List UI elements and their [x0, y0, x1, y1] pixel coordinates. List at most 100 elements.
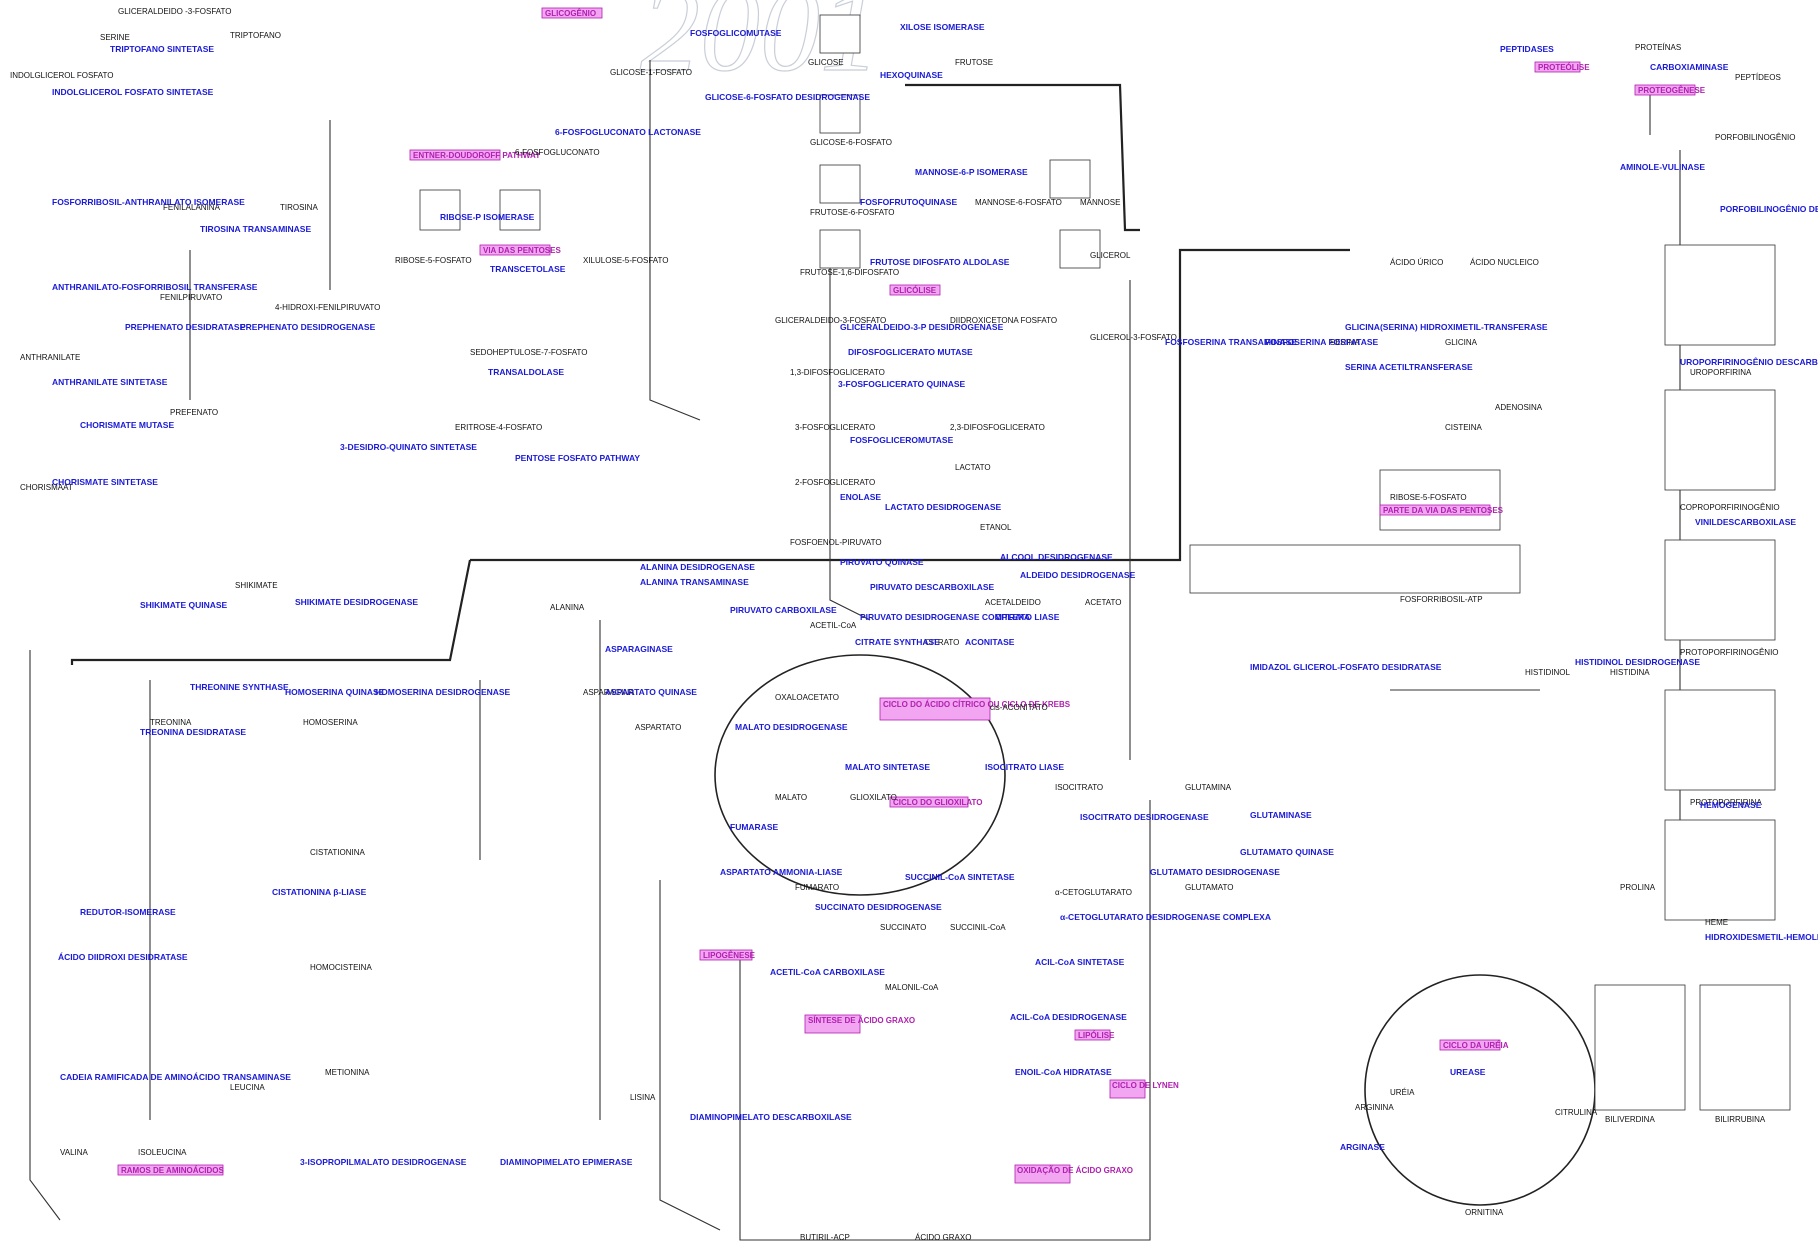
metabolite-label: GLICOSE	[808, 58, 844, 67]
enzyme-label: SERINA ACETILTRANSFERASE	[1345, 362, 1473, 372]
enzyme-label: ALDEIDO DESIDROGENASE	[1020, 570, 1136, 580]
enzyme-label: PIRUVATO DESCARBOXILASE	[870, 582, 995, 592]
metabolite-label: SUCCINATO	[880, 923, 926, 932]
metabolite-label: SEDOHEPTULOSE-7-FOSFATO	[470, 348, 588, 357]
metabolite-label: TREONINA	[150, 718, 192, 727]
enzyme-label: XILOSE ISOMERASE	[900, 22, 985, 32]
enzyme-label: FOSFOFRUTOQUINASE	[860, 197, 957, 207]
metabolite-label: FRUTOSE-6-FOSFATO	[810, 208, 894, 217]
enzyme-label: ANTHRANILATO-FOSFORRIBOSIL TRANSFERASE	[52, 282, 258, 292]
enzyme-label: HEMOGENASE	[1700, 800, 1762, 810]
enzyme-label: ACIL-CoA DESIDROGENASE	[1010, 1012, 1127, 1022]
metabolite-label: ÁCIDO NUCLEICO	[1470, 258, 1539, 267]
enzyme-label: PIRUVATO CARBOXILASE	[730, 605, 837, 615]
metabolite-label: PREFENATO	[170, 408, 218, 417]
metabolite-label: HOMOCISTEINA	[310, 963, 372, 972]
enzyme-label: FOSFORRIBOSIL-ANTHRANILATO ISOMERASE	[52, 197, 245, 207]
pathway-box-glicogenio: GLICOGÊNIO	[545, 9, 596, 18]
metabolite-label: BILIRRUBINA	[1715, 1115, 1766, 1124]
enzyme-label: HOMOSERINA QUINASE	[285, 687, 385, 697]
metabolite-label: ARGININA	[1355, 1103, 1394, 1112]
pathway-box-glicolise: GLICÓLISE	[893, 286, 937, 295]
metabolite-label: LACTATO	[955, 463, 991, 472]
metabolite-label: 2,3-DIFOSFOGLICERATO	[950, 423, 1045, 432]
metabolite-label: FUMARATO	[795, 883, 839, 892]
metabolite-label: XILULOSE-5-FOSFATO	[583, 256, 669, 265]
metabolite-label: ISOCITRATO	[1055, 783, 1103, 792]
enzyme-label: THREONINE SYNTHASE	[190, 682, 289, 692]
metabolite-label: PROTOPORFIRINOGÊNIO	[1680, 648, 1779, 657]
enzyme-label: SUCCINATO DESIDROGENASE	[815, 902, 942, 912]
enzyme-label: RIBOSE-P ISOMERASE	[440, 212, 535, 222]
enzyme-label: 3-DESIDRO-QUINATO SINTETASE	[340, 442, 477, 452]
metabolite-label: ACETATO	[1085, 598, 1121, 607]
metabolite-label: PEPTÍDEOS	[1735, 73, 1781, 82]
enzyme-label: GLUTAMATO QUINASE	[1240, 847, 1334, 857]
metabolite-label: ALANINA	[550, 603, 585, 612]
enzyme-label: ALANINA DESIDROGENASE	[640, 562, 755, 572]
enzyme-label: ACONITASE	[965, 637, 1015, 647]
enzyme-label: CHORISMATE SINTETASE	[52, 477, 158, 487]
enzyme-label: TRIPTOFANO SINTETASE	[110, 44, 214, 54]
metabolite-label: GLUTAMINA	[1185, 783, 1232, 792]
enzyme-label: 6-FOSFOGLUCONATO LACTONASE	[555, 127, 701, 137]
metabolite-label: BILIVERDINA	[1605, 1115, 1655, 1124]
enzyme-label: GLICOSE-6-FOSFATO DESIDROGENASE	[705, 92, 870, 102]
metabolite-label: PROTEÍNAS	[1635, 43, 1681, 52]
enzyme-label: 3-ISOPROPILMALATO DESIDROGENASE	[300, 1157, 467, 1167]
pathway-box-krebs: CICLO DO ÁCIDO CÍTRICO OU CICLO DE KREBS	[883, 700, 1071, 709]
metabolite-label: ACETIL-CoA	[810, 621, 857, 630]
enzyme-label: PIRUVATO QUINASE	[840, 557, 924, 567]
metabolite-label: COPROPORFIRINOGÊNIO	[1680, 503, 1780, 512]
pathway-box-ciclo-ureia: CICLO DA URÉIA	[1443, 1041, 1509, 1050]
metabolite-label: FRUTOSE-1,6-DIFOSFATO	[800, 268, 899, 277]
metabolite-label: LISINA	[630, 1093, 656, 1102]
pathway-box-lynen: CICLO DE LYNEN	[1112, 1081, 1179, 1090]
metabolite-label: α-CETOGLUTARATO	[1055, 888, 1132, 897]
enzyme-label: FOSFOSERINA FOSFATASE	[1265, 337, 1379, 347]
metabolite-label: ACETALDEIDO	[985, 598, 1041, 607]
metabolite-label: GLICERALDEIDO-3-FOSFATO	[775, 316, 886, 325]
enzyme-label: MALATO DESIDROGENASE	[735, 722, 848, 732]
metabolite-label: ORNITINA	[1465, 1208, 1504, 1217]
enzyme-label: ASPARTATO QUINASE	[605, 687, 697, 697]
pathway-labels: GLICOGÊNIO ENTNER-DOUDOROFF PATHWAY VIA …	[117, 7, 1706, 1184]
enzyme-label: HEXOQUINASE	[880, 70, 943, 80]
enzyme-label: CISTATIONINA β-LIASE	[272, 887, 367, 897]
enzyme-label: ISOCITRATO DESIDROGENASE	[1080, 812, 1209, 822]
pathway-box-lipogenese: LIPOGÊNESE	[703, 951, 756, 960]
enzyme-label: ARGINASE	[1340, 1142, 1385, 1152]
metabolite-label: UROPORFIRINA	[1690, 368, 1752, 377]
metabolite-label: TRIPTOFANO	[230, 31, 281, 40]
metabolite-label: FENILALANINA	[163, 203, 221, 212]
metabolite-label: ÁCIDO GRAXO	[915, 1233, 971, 1242]
enzyme-label: FOSFOGLICEROMUTASE	[850, 435, 954, 445]
metabolite-label: SERINA	[1330, 338, 1360, 347]
metabolite-label: CHORISMAAT	[20, 483, 73, 492]
enzyme-label: DIAMINOPIMELATO DESCARBOXILASE	[690, 1112, 852, 1122]
metabolite-label: ANTHRANILATE	[20, 353, 80, 362]
enzyme-label: TRANSALDOLASE	[488, 367, 564, 377]
metabolite-label: SUCCINIL-CoA	[950, 923, 1006, 932]
metabolite-label: ISOLEUCINA	[138, 1148, 187, 1157]
enzyme-label: SHIKIMATE QUINASE	[140, 600, 228, 610]
pathway-box-sintese-acido-graxo: SÍNTESE DE ÁCIDO GRAXO	[808, 1016, 915, 1025]
metabolite-label: LEUCINA	[230, 1083, 265, 1092]
structure-boxes	[419, 14, 1791, 1111]
metabolite-label: ASPARTATO	[635, 723, 681, 732]
metabolite-label: BUTIRIL-ACP	[800, 1233, 850, 1242]
enzyme-label: ACETIL-CoA CARBOXILASE	[770, 967, 885, 977]
metabolite-label: DIIDROXICETONA FOSFATO	[950, 316, 1057, 325]
metabolite-label: RIBOSE-5-FOSFATO	[1390, 493, 1467, 502]
pathway-box-glioxilato: CICLO DO GLIOXILATO	[893, 798, 982, 807]
enzyme-label: 3-FOSFOGLICERATO QUINASE	[838, 379, 966, 389]
metabolite-label: PROTOPORFIRINA	[1690, 798, 1763, 807]
metabolite-label: GLICOSE-1-FOSFATO	[610, 68, 692, 77]
metabolite-label: OXALOACETATO	[775, 693, 839, 702]
metabolite-label: 6-FOSFOGLUCONATO	[515, 148, 600, 157]
pathway-box-proteolise: PROTEÓLISE	[1538, 63, 1590, 72]
enzyme-label: CHORISMATE MUTASE	[80, 420, 174, 430]
enzyme-label: MALATO SINTETASE	[845, 762, 930, 772]
pathway-box-proteogenese: PROTEOGÊNESE	[1638, 86, 1706, 95]
enzyme-label: UROPORFIRINOGÊNIO DESCARBOXILASE	[1680, 356, 1818, 367]
